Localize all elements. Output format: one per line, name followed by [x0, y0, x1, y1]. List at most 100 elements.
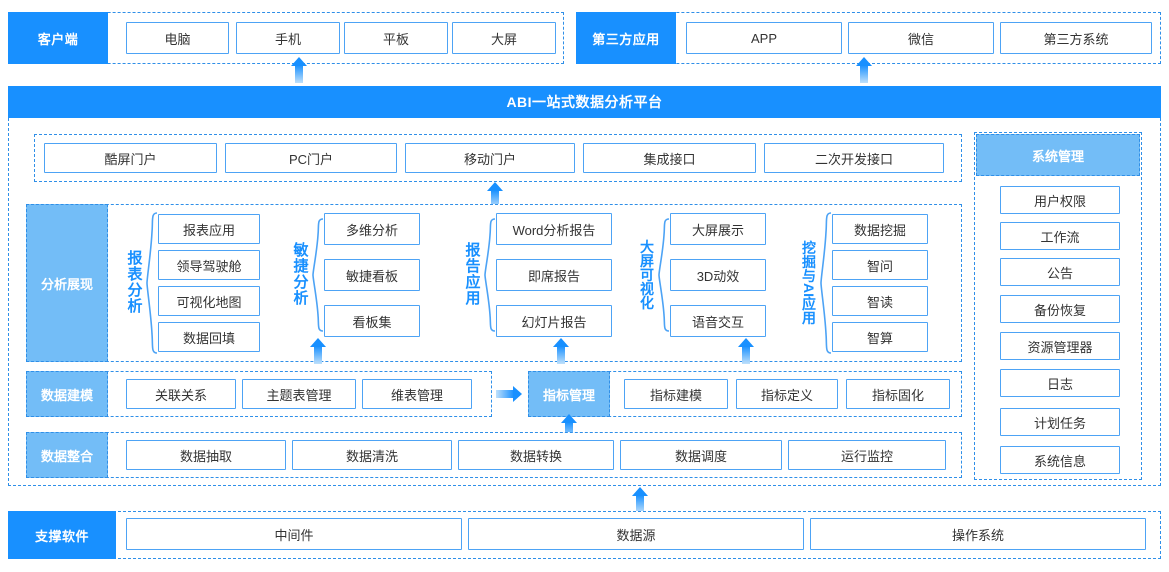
modeling-chip-1-label: 主题表管理: [266, 387, 332, 403]
third-party-chip-1-label: 微信: [907, 31, 934, 47]
analysis-chip-0-3-label: 数据回填: [182, 330, 235, 346]
modeling-chip-2[interactable]: 维表管理: [362, 379, 472, 409]
analysis-chip-2-0-label: Word分析报告: [512, 222, 596, 238]
system-mgmt-item-3-label: 备份恢复: [1033, 302, 1086, 318]
analysis-chip-0-2[interactable]: 可视化地图: [158, 286, 260, 316]
portal-chip-1[interactable]: PC门户: [225, 143, 397, 173]
analysis-group-敏捷分析: 敏 捷 分 析 多维分析 敏捷看板 看板集: [292, 213, 420, 337]
portal-chip-0[interactable]: 酷屏门户: [44, 143, 217, 173]
arrow-up-icon-third-party: [856, 57, 872, 83]
modeling-chip-0[interactable]: 关联关系: [126, 379, 236, 409]
third-party-chip-1[interactable]: 微信: [848, 22, 994, 54]
analysis-chip-3-0[interactable]: 大屏展示: [670, 213, 766, 245]
support-chip-1[interactable]: 数据源: [468, 518, 804, 550]
support-chip-2[interactable]: 操作系统: [810, 518, 1146, 550]
portal-chip-3[interactable]: 集成接口: [583, 143, 756, 173]
portal-chip-2[interactable]: 移动门户: [405, 143, 575, 173]
portal-chip-4[interactable]: 二次开发接口: [764, 143, 944, 173]
system-mgmt-item-6[interactable]: 计划任务: [1000, 408, 1120, 436]
modeling-band-label-text: 数据建模: [40, 387, 93, 403]
analysis-chip-0-3[interactable]: 数据回填: [158, 322, 260, 352]
system-mgmt-item-0[interactable]: 用户权限: [1000, 186, 1120, 214]
integration-chip-0-label: 数据抽取: [179, 448, 232, 464]
system-mgmt-item-7[interactable]: 系统信息: [1000, 446, 1120, 474]
analysis-group-4-title-char-4: 应: [802, 296, 816, 312]
analysis-group-1-title-char-3: 析: [293, 290, 309, 307]
modeling-chip-1[interactable]: 主题表管理: [242, 379, 356, 409]
analysis-chip-2-0[interactable]: Word分析报告: [496, 213, 612, 245]
arrow-up-icon-metric-vertical: [561, 414, 577, 440]
system-mgmt-item-5[interactable]: 日志: [1000, 369, 1120, 397]
third-party-chip-2-label: 第三方系统: [1043, 31, 1109, 47]
client-chip-2[interactable]: 平板: [344, 22, 448, 54]
curly-brace-icon-0: [146, 212, 158, 354]
analysis-chip-4-2[interactable]: 智读: [832, 286, 928, 316]
portal-chip-2-label: 移动门户: [463, 151, 516, 167]
client-chip-1[interactable]: 手机: [236, 22, 340, 54]
analysis-chip-0-2-label: 可视化地图: [176, 294, 242, 310]
metric-chip-2[interactable]: 指标固化: [846, 379, 950, 409]
system-mgmt-item-2[interactable]: 公告: [1000, 258, 1120, 286]
analysis-group-4-title-char-1: 掘: [802, 254, 816, 270]
system-mgmt-label: 系统管理: [976, 134, 1140, 176]
analysis-chip-4-0[interactable]: 数据挖掘: [832, 214, 928, 244]
analysis-chip-1-1[interactable]: 敏捷看板: [324, 259, 420, 291]
analysis-chip-3-0-label: 大屏展示: [691, 222, 744, 238]
support-band-label: 支撑软件: [8, 511, 116, 559]
third-party-chip-2[interactable]: 第三方系统: [1000, 22, 1152, 54]
analysis-chip-2-2[interactable]: 幻灯片报告: [496, 305, 612, 337]
integration-chip-1[interactable]: 数据清洗: [292, 440, 452, 470]
integration-chip-2[interactable]: 数据转换: [458, 440, 614, 470]
analysis-chip-0-0[interactable]: 报表应用: [158, 214, 260, 244]
metric-band-label-text: 指标管理: [542, 387, 595, 403]
metric-chip-1[interactable]: 指标定义: [736, 379, 838, 409]
curly-brace-icon-3: [658, 218, 670, 332]
integration-chip-3[interactable]: 数据调度: [620, 440, 782, 470]
support-chip-0[interactable]: 中间件: [126, 518, 462, 550]
analysis-chip-3-2[interactable]: 语音交互: [670, 305, 766, 337]
analysis-chip-3-1-label: 3D动效: [696, 268, 740, 284]
metric-chip-0[interactable]: 指标建模: [624, 379, 728, 409]
metric-chip-2-label: 指标固化: [871, 387, 924, 403]
analysis-group-1-title-char-1: 捷: [293, 258, 309, 275]
analysis-group-2-title-char-0: 报: [465, 242, 481, 259]
analysis-chip-3-1[interactable]: 3D动效: [670, 259, 766, 291]
integration-chip-2-label: 数据转换: [509, 448, 562, 464]
system-mgmt-item-1[interactable]: 工作流: [1000, 222, 1120, 250]
analysis-group-4-title: 挖 掘 与 AI 应 用: [800, 241, 818, 325]
system-mgmt-item-5-label: 日志: [1046, 376, 1073, 392]
system-mgmt-item-7-label: 系统信息: [1033, 453, 1086, 469]
analysis-group-报表分析: 报 表 分 析 报表应用 领导驾驶舱 可视化地图 数据回填: [126, 212, 260, 354]
analysis-chip-0-1[interactable]: 领导驾驶舱: [158, 250, 260, 280]
analysis-chip-2-1[interactable]: 即席报告: [496, 259, 612, 291]
analysis-chip-4-0-label: 数据挖掘: [853, 222, 906, 238]
curly-brace-icon-1: [312, 218, 324, 332]
analysis-chip-4-1-label: 智问: [866, 258, 893, 274]
analysis-chip-1-0[interactable]: 多维分析: [324, 213, 420, 245]
integration-band-label: 数据整合: [26, 432, 108, 478]
portal-chip-3-label: 集成接口: [643, 151, 696, 167]
analysis-group-1-title-char-2: 分: [293, 274, 309, 291]
integration-chip-4[interactable]: 运行监控: [788, 440, 946, 470]
client-chip-3[interactable]: 大屏: [452, 22, 556, 54]
client-chip-3-label: 大屏: [490, 31, 517, 47]
analysis-chip-4-1[interactable]: 智问: [832, 250, 928, 280]
analysis-chip-4-3[interactable]: 智算: [832, 322, 928, 352]
system-mgmt-item-4[interactable]: 资源管理器: [1000, 332, 1120, 360]
integration-band-label-text: 数据整合: [40, 448, 93, 464]
third-party-chip-0[interactable]: APP: [686, 22, 842, 54]
third-party-chip-0-label: APP: [750, 30, 777, 46]
system-mgmt-item-1-label: 工作流: [1040, 229, 1080, 245]
analysis-group-0-title-char-1: 表: [127, 266, 143, 283]
analysis-group-4-title-char-5: 用: [802, 310, 816, 326]
client-chip-0[interactable]: 电脑: [126, 22, 229, 54]
system-mgmt-item-3[interactable]: 备份恢复: [1000, 295, 1120, 323]
arrow-up-icon-analysis-mid: [553, 338, 569, 364]
analysis-group-0-title-char-2: 分: [127, 282, 143, 299]
integration-chip-0[interactable]: 数据抽取: [126, 440, 286, 470]
client-chip-0-label: 电脑: [164, 31, 191, 47]
analysis-group-大屏可视化: 大 屏 可 视 化 大屏展示 3D动效 语音交互: [638, 213, 766, 337]
analysis-chip-1-2[interactable]: 看板集: [324, 305, 420, 337]
analysis-group-3-title-char-4: 化: [640, 295, 654, 311]
analysis-group-0-title-char-3: 析: [127, 298, 143, 315]
